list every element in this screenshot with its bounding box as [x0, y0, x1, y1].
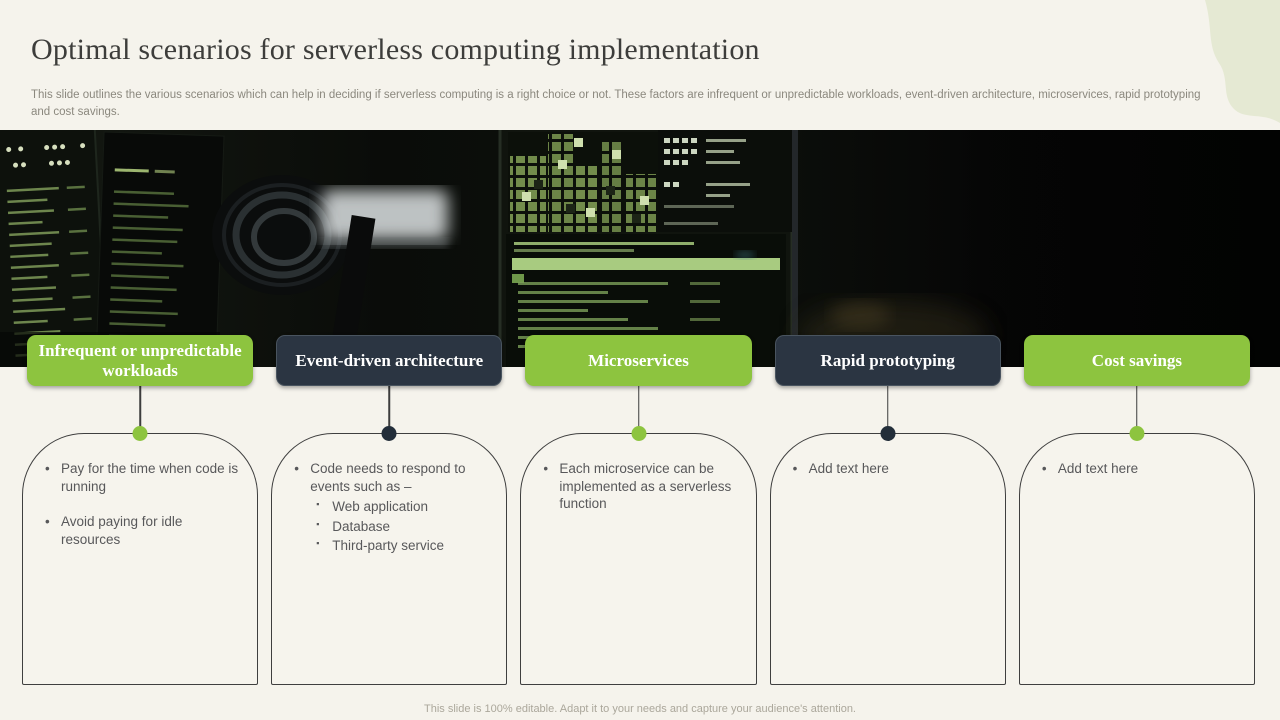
connector-line [770, 386, 1006, 441]
connector-dot [132, 426, 148, 441]
footer-note: This slide is 100% editable. Adapt it to… [424, 703, 856, 715]
scenario-pill[interactable]: Microservices [525, 335, 752, 386]
bullet-item: Code needs to respond to events such as … [286, 460, 494, 555]
pill-label: Cost savings [1091, 350, 1183, 370]
connector-line [520, 386, 756, 441]
scenario-column-event-driven: Event-driven architecture Code needs to … [271, 335, 508, 685]
sub-bullet-item: Web application [310, 498, 494, 516]
scenario-pill[interactable]: Infrequent or unpredictable workloads [27, 335, 254, 386]
scenario-pill[interactable]: Event-driven architecture [276, 335, 503, 386]
bullet-item: Pay for the time when code is running [37, 460, 245, 495]
scenario-card[interactable]: Code needs to respond to events such as … [271, 433, 508, 685]
slide-description: This slide outlines the various scenario… [31, 89, 1201, 119]
page-title: Optimal scenarios for serverless computi… [31, 33, 760, 66]
pill-label: Rapid prototyping [820, 350, 955, 370]
left-monitor [0, 130, 109, 367]
bullet-item-placeholder[interactable]: Add text here [1034, 460, 1242, 478]
scenario-column-infrequent-workloads: Infrequent or unpredictable workloads Pa… [22, 335, 259, 685]
scenario-column-microservices: Microservices Each microservice can be i… [520, 335, 757, 685]
connector-line [271, 386, 507, 441]
pill-label: Microservices [588, 350, 689, 370]
left-code-panel [94, 131, 225, 367]
connector-dot [1129, 426, 1145, 441]
center-monitor [498, 130, 798, 367]
scenario-columns: Infrequent or unpredictable workloads Pa… [22, 335, 1256, 685]
scenario-card[interactable]: Add text here [769, 433, 1006, 685]
scenario-card[interactable]: Add text here [1018, 433, 1256, 685]
monitor-stand [328, 215, 376, 367]
scenario-pill[interactable]: Rapid prototyping [774, 335, 1001, 386]
sub-bullet-item: Database [310, 518, 494, 536]
scenario-column-cost-savings: Cost savings Add text here [1018, 335, 1256, 685]
connector-line [22, 386, 258, 441]
connector-dot [381, 426, 397, 441]
pill-label: Infrequent or unpredictable workloads [38, 341, 242, 380]
code-monitors-image [0, 130, 1280, 367]
light-reflection [322, 190, 448, 240]
bullet-text: Code needs to respond to events such as … [310, 461, 466, 494]
scenario-card[interactable]: Each microservice can be implemented as … [520, 433, 757, 685]
scenario-pill[interactable]: Cost savings [1023, 335, 1251, 386]
connector-dot [880, 426, 896, 441]
bullet-item: Each microservice can be implemented as … [535, 460, 743, 513]
connector-dot [631, 426, 646, 441]
scenario-column-rapid-prototyping: Rapid prototyping Add text here [769, 335, 1006, 685]
sub-bullet-item: Third-party service [310, 537, 494, 555]
pill-label: Event-driven architecture [295, 350, 484, 370]
cable-coil [212, 175, 352, 295]
bullet-item: Avoid paying for idle resources [37, 513, 245, 548]
connector-line [1019, 386, 1255, 441]
bullet-item-placeholder[interactable]: Add text here [785, 460, 993, 478]
scenario-card[interactable]: Pay for the time when code is running Av… [22, 433, 259, 685]
